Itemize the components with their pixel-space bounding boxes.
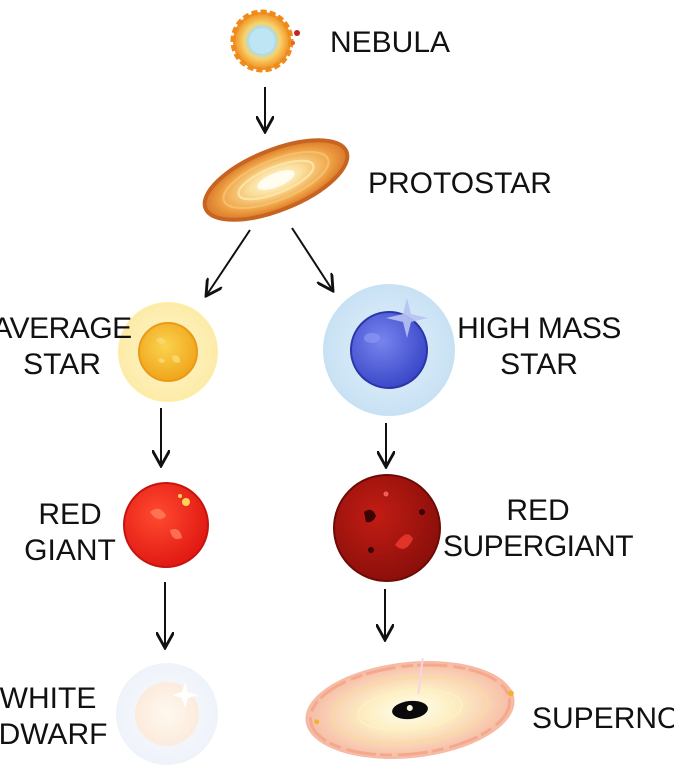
- white-dwarf-illustration: [116, 663, 218, 765]
- red-supergiant-label-line2: SUPERGIANT: [443, 530, 633, 563]
- red-giant-illustration: [124, 483, 208, 567]
- white-dwarf-label-line2: DWARF: [0, 718, 107, 751]
- arrow-protostar-to-high-mass-star: [292, 228, 333, 291]
- high-mass-star-label-line1: HIGH MASS: [457, 312, 621, 345]
- red-supergiant-illustration: [334, 475, 440, 581]
- protostar-illustration: [194, 124, 357, 237]
- red-giant-label-line1: RED: [38, 498, 101, 531]
- red-giant-label-line2: GIANT: [24, 534, 116, 567]
- white-dwarf-label-line1: WHITE: [0, 682, 96, 715]
- high-mass-star-label-line2: STAR: [500, 348, 578, 381]
- protostar-label: PROTOSTAR: [368, 167, 552, 200]
- high-mass-star-illustration: [323, 284, 455, 416]
- average-star-illustration: [118, 302, 218, 402]
- red-supergiant-label-line1: RED: [506, 494, 569, 527]
- nebula-label: NEBULA: [330, 26, 450, 59]
- average-star-label-line2: STAR: [23, 348, 101, 381]
- supernova-label: SUPERNOVA: [532, 702, 674, 735]
- average-star-label-line1: AVERAGE: [0, 312, 132, 345]
- supernova-illustration: [300, 649, 519, 768]
- arrow-protostar-to-average-star: [206, 230, 250, 296]
- nebula-illustration: [233, 12, 300, 70]
